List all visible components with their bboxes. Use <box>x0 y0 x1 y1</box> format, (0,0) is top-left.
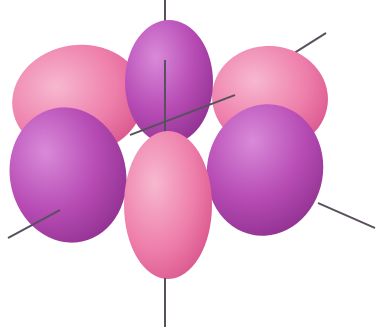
lobe-bottom <box>124 131 212 279</box>
lobe-top <box>125 20 213 144</box>
axis-right-front <box>318 203 375 228</box>
